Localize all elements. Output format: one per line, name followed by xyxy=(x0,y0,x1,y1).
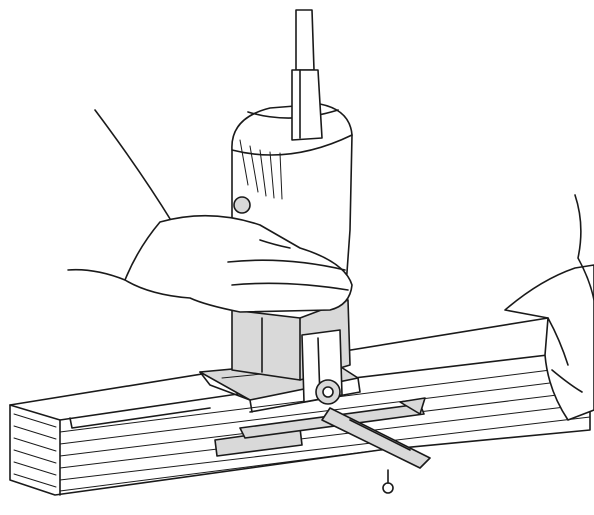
left-hand xyxy=(67,109,353,313)
switch-knob xyxy=(233,196,251,214)
straight-guide xyxy=(214,397,431,494)
depth-clamp xyxy=(301,329,343,405)
power-cord xyxy=(291,9,323,141)
vent-lines xyxy=(239,139,283,200)
right-hand xyxy=(504,194,594,421)
